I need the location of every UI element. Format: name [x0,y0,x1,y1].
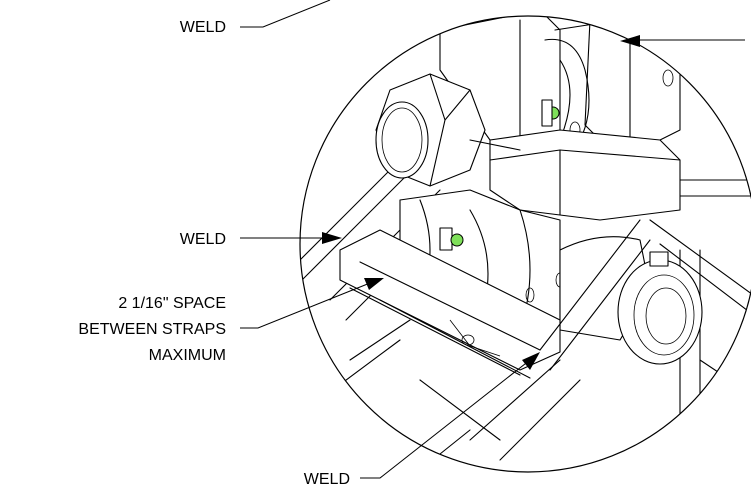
weld-callout-bottom: WELD [304,471,350,487]
detail-circle [299,15,751,473]
leaders [240,0,745,479]
space-callout-line2: BETWEEN STRAPS [78,321,226,338]
straps [339,219,651,461]
middle-block [489,129,681,221]
callouts: WELD WELD 2 1/16" SPACE BETWEEN STRAPS M… [78,19,350,487]
arrow-head-left-weld [322,232,342,244]
weld-callout-left: WELD [180,231,226,248]
space-callout-line1: 2 1/16" SPACE [118,295,226,312]
arrow-head-space [364,278,384,290]
space-callout-line3: MAXIMUM [149,347,226,364]
arrow-head-top-right [620,35,640,47]
grease-fitting-lower [450,233,464,247]
detail-view [300,16,751,471]
arrow-head-bottom-weld [522,352,540,370]
weld-callout-top: WELD [180,19,226,36]
hex-nut [375,73,521,187]
collar [559,236,703,365]
